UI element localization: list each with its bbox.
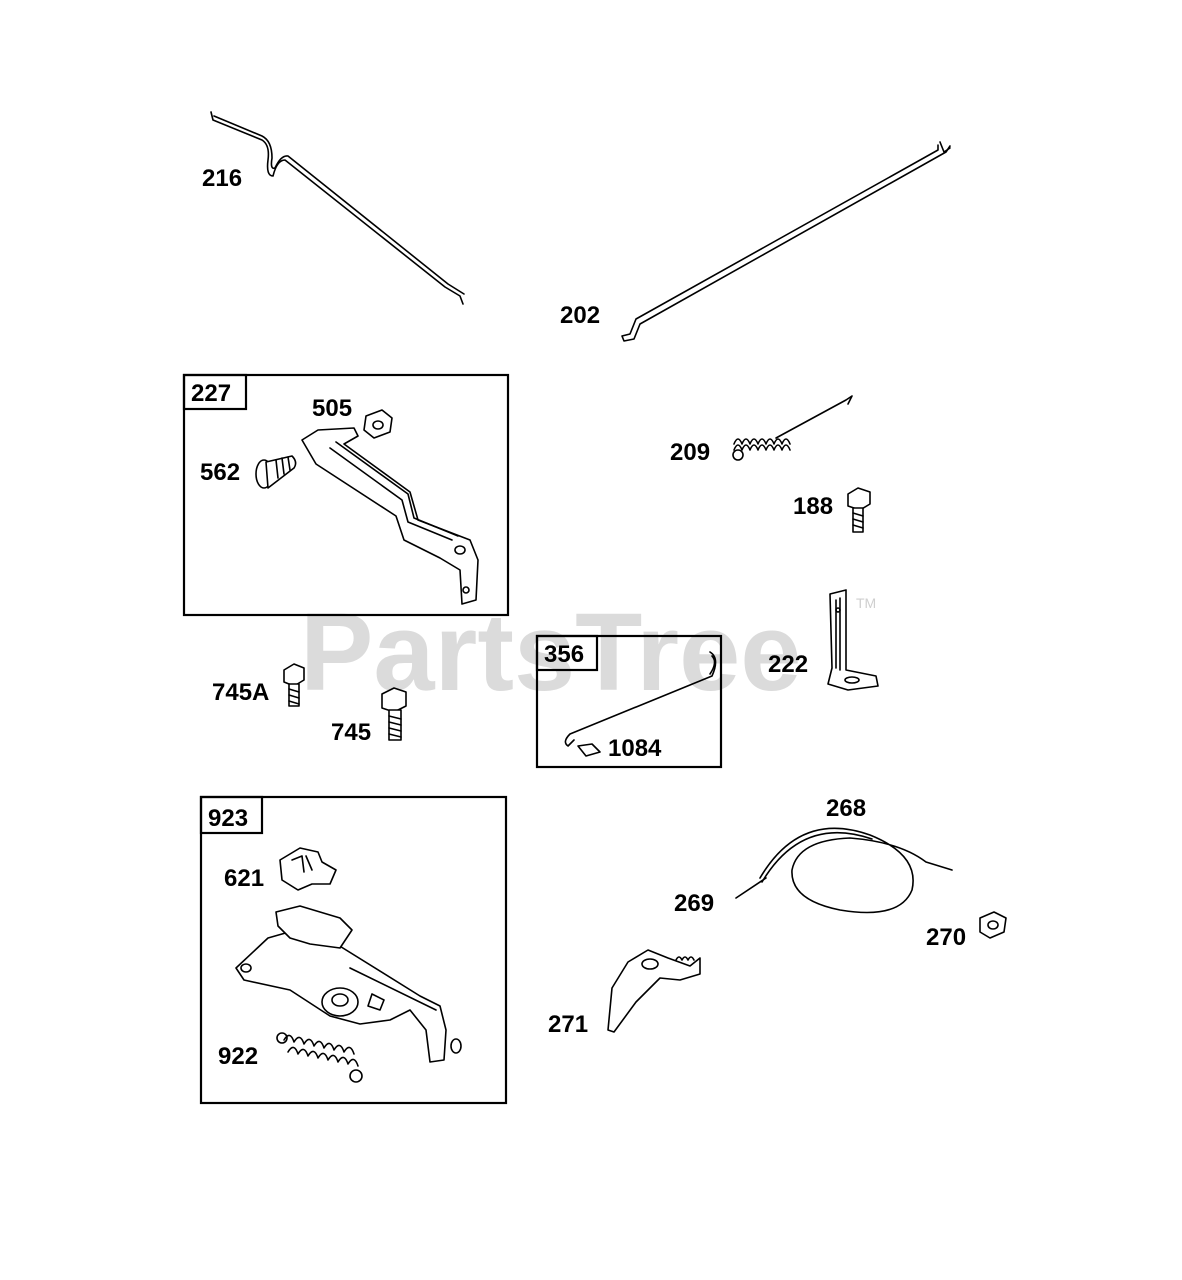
watermark-trademark: TM: [856, 595, 876, 611]
callout-922[interactable]: 922: [218, 1043, 258, 1070]
part-745a-bolt[interactable]: [283, 663, 305, 707]
group-356-label[interactable]: 356: [544, 641, 584, 668]
callout-268[interactable]: 268: [826, 795, 866, 822]
part-271-lever[interactable]: [607, 949, 701, 1033]
callout-209[interactable]: 209: [670, 439, 710, 466]
part-202-rod[interactable]: [621, 141, 951, 342]
callout-202[interactable]: 202: [560, 302, 600, 329]
group-923: [199, 795, 508, 1105]
part-562-bolt[interactable]: [255, 455, 297, 489]
part-216-rod[interactable]: [210, 111, 465, 305]
part-188-bolt[interactable]: [847, 487, 871, 533]
part-745-bolt[interactable]: [381, 687, 407, 741]
part-1084-clip[interactable]: [577, 743, 601, 757]
part-922-spring[interactable]: [276, 1032, 363, 1083]
callout-222[interactable]: 222: [768, 651, 808, 678]
callout-188[interactable]: 188: [793, 493, 833, 520]
part-270-nut[interactable]: [979, 911, 1007, 939]
part-356-link[interactable]: [564, 651, 717, 747]
group-227-label[interactable]: 227: [191, 380, 231, 407]
part-505-nut[interactable]: [363, 409, 393, 439]
callout-562[interactable]: 562: [200, 459, 240, 486]
group-923-label[interactable]: 923: [208, 805, 248, 832]
callout-269[interactable]: 269: [674, 890, 714, 917]
callout-271[interactable]: 271: [548, 1011, 588, 1038]
group-227: [182, 373, 510, 617]
callout-745a[interactable]: 745A: [212, 679, 269, 706]
callout-270[interactable]: 270: [926, 924, 966, 951]
part-621-switch[interactable]: [279, 847, 337, 891]
part-923-control-plate[interactable]: [235, 905, 462, 1063]
part-268-cable[interactable]: [735, 827, 953, 914]
part-222-bracket[interactable]: [827, 589, 879, 691]
part-227-bracket[interactable]: [301, 427, 479, 605]
callout-745[interactable]: 745: [331, 719, 371, 746]
callout-1084[interactable]: 1084: [608, 735, 662, 762]
part-209-spring[interactable]: [732, 395, 853, 461]
callout-505[interactable]: 505: [312, 395, 352, 422]
callout-216[interactable]: 216: [202, 165, 242, 192]
group-356: [535, 634, 723, 769]
callout-621[interactable]: 621: [224, 865, 264, 892]
